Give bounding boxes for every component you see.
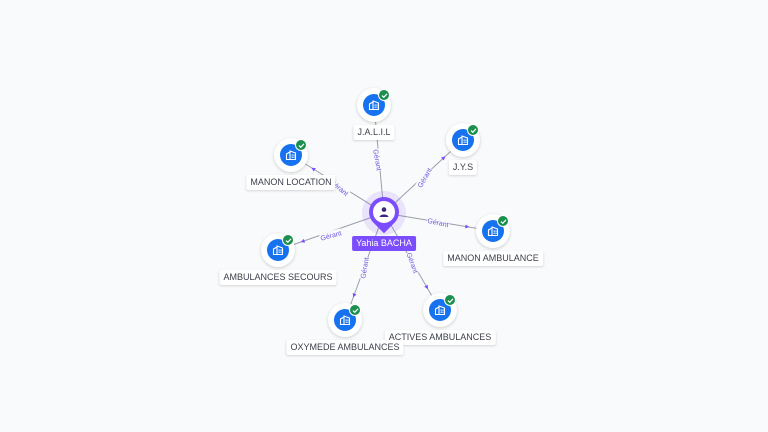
company-name[interactable]: AMBULANCES SECOURS xyxy=(219,270,337,285)
check-icon xyxy=(378,89,390,101)
relation-label: Gérant xyxy=(415,165,434,189)
edge-arrow xyxy=(441,156,446,161)
company-name[interactable]: ACTIVES AMBULANCES xyxy=(384,330,496,345)
check-icon xyxy=(444,294,456,306)
relation-text: Gérant xyxy=(360,257,371,279)
relation-label: Gérant xyxy=(358,256,371,280)
edge-arrow xyxy=(311,167,316,172)
company-name[interactable]: MANON AMBULANCE xyxy=(443,251,543,266)
edge-arrow xyxy=(465,224,470,229)
check-icon xyxy=(467,124,479,136)
edge-arrow xyxy=(424,284,429,290)
relation-label: Gérant xyxy=(426,215,450,229)
person-name[interactable]: Yahia BACHA xyxy=(352,236,416,251)
company-name[interactable]: OXYMEDE AMBULANCES xyxy=(286,340,404,355)
company-name[interactable]: MANON LOCATION xyxy=(246,175,336,190)
check-icon xyxy=(295,139,307,151)
person-icon xyxy=(373,201,395,223)
edge-arrow xyxy=(352,293,357,298)
relation-label: Gérant xyxy=(405,250,421,274)
relation-text: Gérant xyxy=(371,149,382,171)
edge-arrow xyxy=(300,238,306,243)
relation-text: Gérant xyxy=(427,218,449,229)
relation-label: Gérant xyxy=(319,228,343,243)
check-icon xyxy=(497,215,509,227)
check-icon xyxy=(282,234,294,246)
company-name[interactable]: J.A.L.I.L xyxy=(353,125,395,140)
company-name[interactable]: J.Y.S xyxy=(448,160,478,175)
check-icon xyxy=(349,304,361,316)
relation-label: Gérant xyxy=(371,148,384,172)
relation-text: Gérant xyxy=(320,230,343,242)
